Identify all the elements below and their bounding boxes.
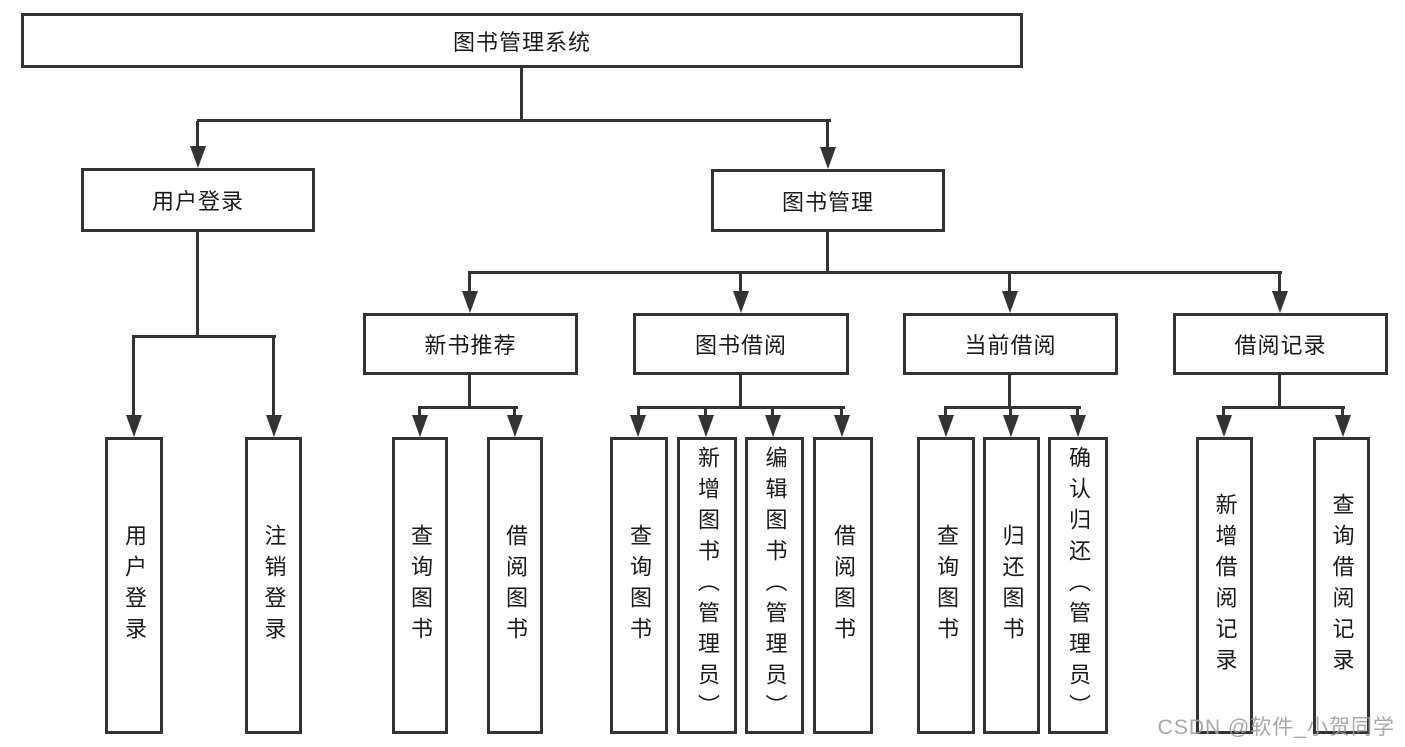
connector-line [1341,409,1344,417]
leaf-query-books-recommend: 查询图书 [392,437,448,734]
connector-line [1008,375,1011,409]
arrow-down-icon [820,147,836,169]
leaf-query-books-current-label: 查询图书 [934,523,959,648]
connector-line [468,375,471,409]
node-borrowing-records: 借阅记录 [1173,313,1388,375]
node-root: 图书管理系统 [21,13,1023,68]
connector-line [1222,409,1225,417]
connector-line [704,409,707,417]
node-new-book-recommend: 新书推荐 [363,313,578,375]
leaf-logout: 注销登录 [245,437,302,734]
connector-line [637,406,845,409]
arrow-down-icon [1070,415,1086,437]
arrow-down-icon [190,146,206,168]
leaf-confirm-return-admin-label: 确认归还（管理员） [1066,446,1091,725]
leaf-confirm-return-admin: 确认归还（管理员） [1048,437,1108,734]
node-new-book-recommend-label: 新书推荐 [424,333,517,358]
leaf-add-borrow-record-label: 新增借阅记录 [1212,492,1238,679]
arrow-down-icon [698,415,714,437]
node-book-borrowing: 图书借阅 [633,313,849,375]
connector-line [468,274,471,293]
node-current-borrowing-label: 当前借阅 [964,333,1057,358]
leaf-return-books: 归还图书 [983,437,1040,734]
leaf-logout-label: 注销登录 [261,523,287,648]
connector-line [196,121,199,147]
connector-line [418,406,518,409]
connector-line [1008,274,1011,293]
arrow-down-icon [1216,415,1232,437]
arrow-down-icon [126,415,142,437]
leaf-query-borrow-record: 查询借阅记录 [1313,437,1370,734]
node-current-borrowing: 当前借阅 [903,313,1118,375]
leaf-edit-books-admin-label: 编辑图书（管理员） [762,446,788,725]
connector-line [944,406,1081,409]
connector-line [1278,375,1281,409]
leaf-edit-books-admin: 编辑图书（管理员） [745,437,804,734]
arrow-down-icon [412,415,428,437]
connector-line [739,274,742,293]
connector-line [826,121,829,148]
leaf-return-books-label: 归还图书 [999,523,1025,648]
node-user-login: 用户登录 [81,168,315,232]
connector-line [826,232,829,274]
arrow-down-icon [765,415,781,437]
node-user-login-label: 用户登录 [151,189,244,214]
arrow-down-icon [1002,291,1018,313]
arrow-down-icon [266,415,282,437]
arrow-down-icon [1003,415,1019,437]
leaf-query-books-recommend-label: 查询图书 [408,523,433,648]
connector-line [771,409,774,417]
connector-line [1076,409,1079,417]
connector-line [520,68,523,122]
connector-line [272,338,275,417]
node-book-borrowing-label: 图书借阅 [694,333,787,358]
leaf-user-login: 用户登录 [105,437,163,734]
connector-line [197,119,831,122]
leaf-borrow-books-recommend: 借阅图书 [487,437,543,734]
arrow-down-icon [1335,415,1351,437]
arrow-down-icon [834,415,850,437]
connector-line [196,232,199,338]
arrow-down-icon [507,415,523,437]
connector-line [1278,274,1281,293]
leaf-query-books-borrowing-label: 查询图书 [627,523,652,648]
connector-line [840,409,843,417]
csdn-watermark: CSDN @软件_小贺同学 [1157,716,1395,739]
node-book-management: 图书管理 [711,169,945,232]
connector-line [468,271,1282,274]
connector-line [1222,406,1345,409]
leaf-add-books-admin: 新增图书（管理员） [677,437,737,734]
node-root-label: 图书管理系统 [452,29,591,55]
leaf-query-borrow-record-label: 查询借阅记录 [1329,492,1355,679]
node-book-management-label: 图书管理 [781,189,874,215]
arrow-down-icon [630,415,646,437]
connector-line [1009,409,1012,417]
leaf-query-books-current: 查询图书 [917,437,975,734]
connector-line [132,338,135,417]
leaf-user-login-label: 用户登录 [122,523,147,648]
arrow-down-icon [1272,291,1288,313]
leaf-query-books-borrowing: 查询图书 [610,437,668,734]
connector-line [637,409,640,417]
arrow-down-icon [462,291,478,313]
connector-line [132,335,276,338]
leaf-borrow-books-borrowing-label: 借阅图书 [831,523,856,648]
connector-line [944,409,947,417]
leaf-add-borrow-record: 新增借阅记录 [1196,437,1253,734]
connector-line [418,409,421,417]
leaf-add-books-admin-label: 新增图书（管理员） [695,446,720,725]
arrow-down-icon [733,291,749,313]
connector-line [739,375,742,409]
node-borrowing-records-label: 借阅记录 [1234,333,1327,358]
arrow-down-icon [938,415,954,437]
connector-line [513,409,516,417]
leaf-borrow-books-borrowing: 借阅图书 [813,437,873,734]
leaf-borrow-books-recommend-label: 借阅图书 [503,523,528,648]
